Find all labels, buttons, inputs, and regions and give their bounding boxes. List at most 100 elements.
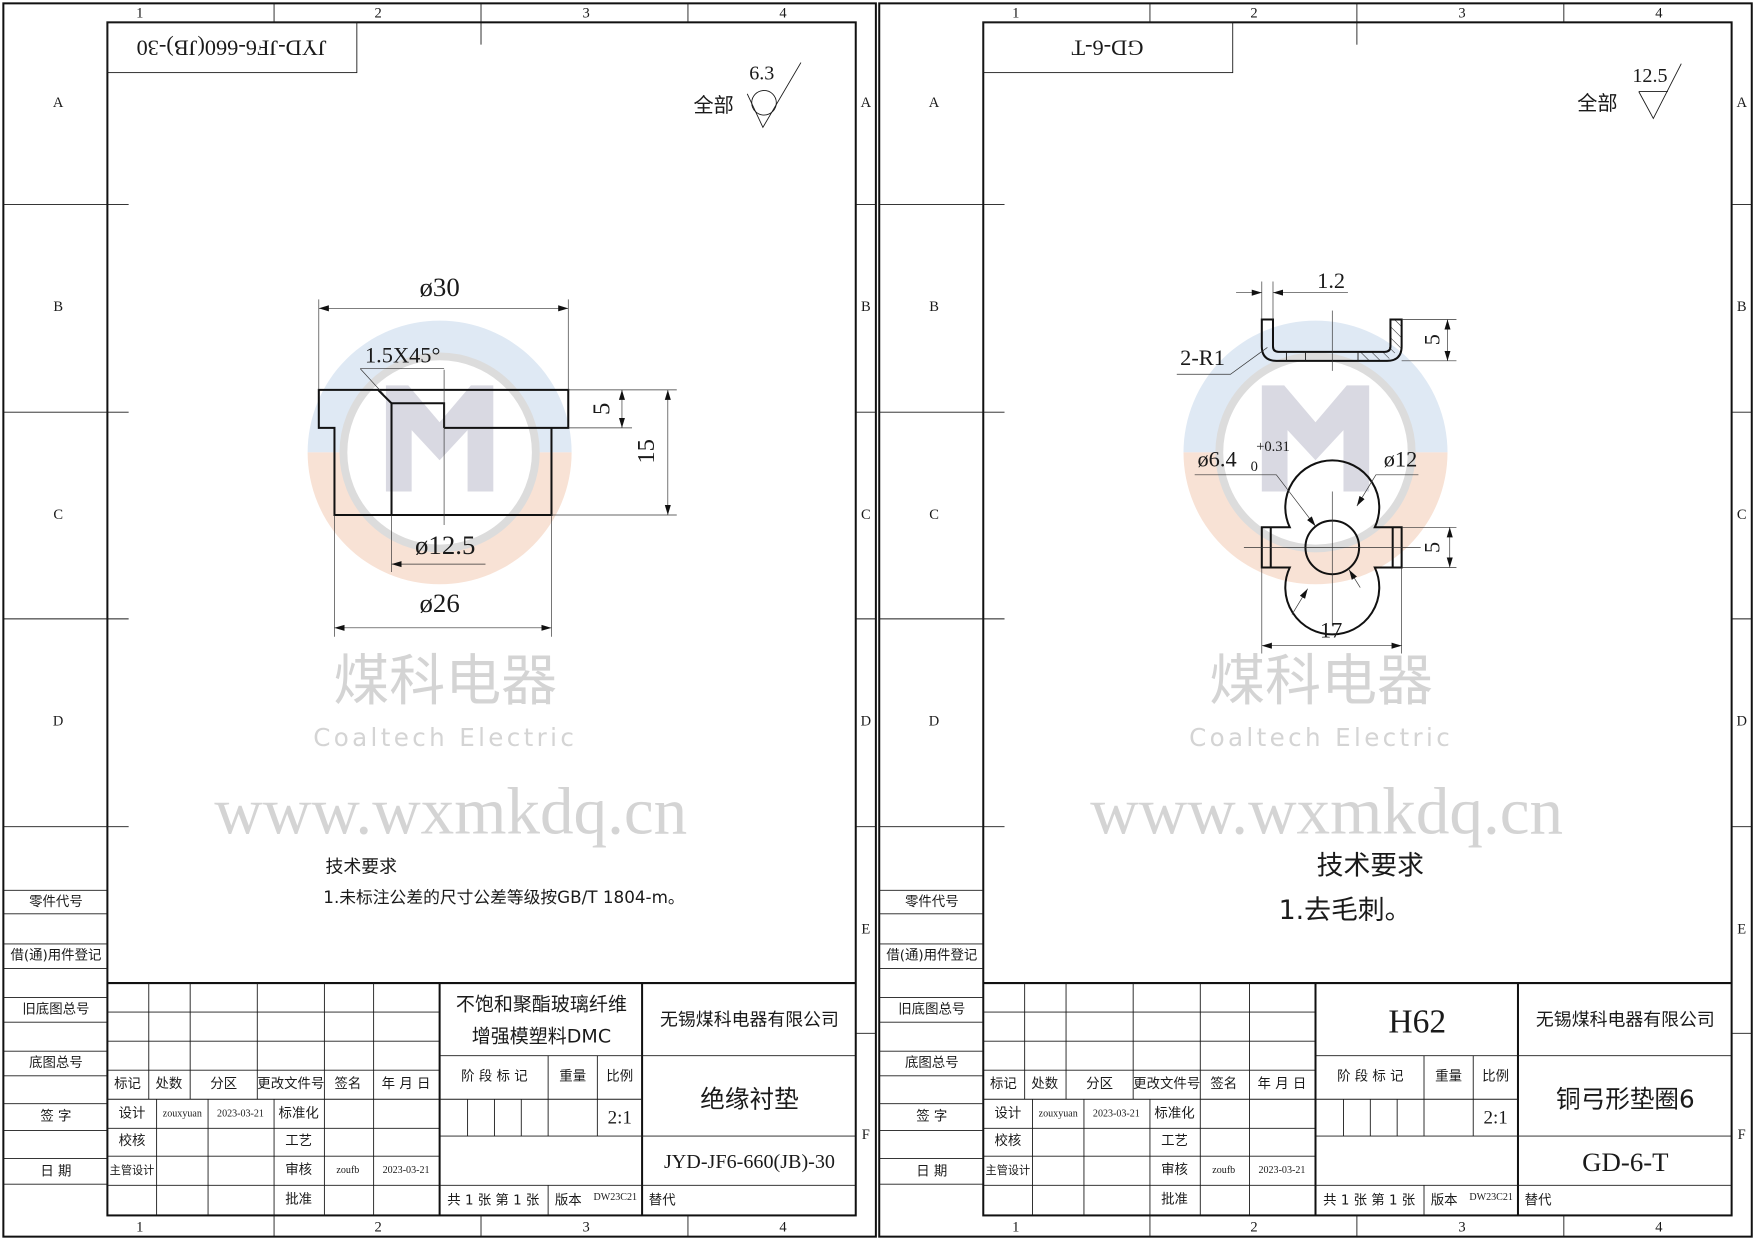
side-table-label: 借(通)用件登记 xyxy=(886,948,977,964)
label-scale: 比例 xyxy=(606,1068,633,1084)
reversed-drawing-code: JYD-JF6-660(JB)-30 xyxy=(137,36,327,61)
review-date: 2023-03-21 xyxy=(383,1165,430,1176)
side-table-label: 旧底图总号 xyxy=(898,1001,965,1017)
label-signature: 签名 xyxy=(334,1075,361,1092)
reversed-code-box xyxy=(106,21,358,74)
zone-column-label: 1 xyxy=(136,1220,143,1236)
label-approve: 批准 xyxy=(1161,1191,1188,1207)
reviewer-name: zoufb xyxy=(336,1165,359,1176)
side-table-label: 日 期 xyxy=(40,1163,71,1179)
material-line: 不饱和聚酯玻璃纤维 xyxy=(456,993,627,1015)
zone-column-label: 2 xyxy=(374,1220,381,1236)
label-change_doc: 更改文件号 xyxy=(257,1076,324,1092)
watermark-url: www.wxmkdq.cn xyxy=(214,774,687,849)
scale-value: 2:1 xyxy=(608,1108,632,1129)
side-table-label: 日 期 xyxy=(916,1163,947,1179)
section-hatch xyxy=(317,388,393,516)
zone-row-label: B xyxy=(53,299,63,315)
zone-column-label: 3 xyxy=(1458,5,1465,21)
side-table-label: 底图总号 xyxy=(29,1055,83,1071)
dim-chamfer: 1.5X45° xyxy=(365,343,440,368)
company-name: 无锡煤科电器有限公司 xyxy=(1536,1009,1715,1030)
label-replace: 替代 xyxy=(1525,1192,1552,1208)
dim-height: 5 xyxy=(1419,334,1444,345)
zone-column-label: 4 xyxy=(1655,5,1663,21)
company-name: 无锡煤科电器有限公司 xyxy=(660,1009,839,1030)
label-mark: 标记 xyxy=(114,1076,141,1092)
label-check: 校核 xyxy=(119,1132,146,1149)
label-check: 校核 xyxy=(994,1132,1021,1149)
zone-column-label: 1 xyxy=(1012,5,1019,21)
side-table-label: 借(通)用件登记 xyxy=(10,948,101,964)
part-name: 铜弓形垫圈6 xyxy=(1556,1085,1695,1114)
label-change_doc: 更改文件号 xyxy=(1133,1076,1200,1092)
side-table-label: 签 字 xyxy=(916,1108,947,1125)
leader-line xyxy=(1194,474,1316,527)
leader-line xyxy=(1356,474,1419,507)
zone-row-label: E xyxy=(861,921,870,937)
watermark-logo-mark xyxy=(385,385,494,492)
zone-row-label: C xyxy=(1737,507,1747,523)
reviewer-name: zoufb xyxy=(1212,1165,1235,1176)
material: H62 xyxy=(1388,1004,1446,1041)
leader-line xyxy=(1348,569,1361,588)
zone-column-label: 4 xyxy=(1655,1220,1663,1236)
reversed-code-box xyxy=(982,21,1234,74)
roughness-value: 12.5 xyxy=(1632,65,1667,87)
label-approve: 批准 xyxy=(285,1191,312,1207)
zone-row-label: F xyxy=(1738,1127,1746,1143)
dim-thickness: 1.2 xyxy=(1317,268,1345,293)
material-line: 增强模塑料DMC xyxy=(472,1026,611,1048)
watermark-cn: 煤科电器 xyxy=(333,649,557,714)
label-version: 版本 xyxy=(555,1192,582,1208)
zone-column-label: 2 xyxy=(1250,1220,1257,1236)
designer-name: zouxyuan xyxy=(1039,1108,1078,1119)
version-code: DW23C21 xyxy=(1469,1192,1513,1203)
zone-row-label: C xyxy=(861,507,871,523)
side-table-label: 底图总号 xyxy=(905,1055,959,1071)
designer-name: zouxyuan xyxy=(163,1108,202,1119)
side-table-label: 签 字 xyxy=(40,1108,71,1125)
label-count: 处数 xyxy=(155,1076,182,1092)
tech-requirements-title: 技术要求 xyxy=(1317,850,1424,881)
zone-column-label: 3 xyxy=(583,5,590,21)
tech-requirement-item: 1.去毛刺。 xyxy=(1279,895,1412,926)
roughness-check-icon xyxy=(746,62,802,129)
label-weight: 重量 xyxy=(559,1068,586,1084)
zone-row-label: D xyxy=(53,714,63,730)
label-design: 设计 xyxy=(119,1105,146,1121)
label-review: 审核 xyxy=(285,1162,312,1178)
roughness-value: 6.3 xyxy=(749,63,774,85)
zone-column-label: 1 xyxy=(1012,1220,1019,1236)
label-process: 工艺 xyxy=(1161,1133,1188,1149)
dim-outer-diameter: ø30 xyxy=(419,272,459,302)
dim-hole-tolerance-upper: +0.31 xyxy=(1256,439,1290,455)
watermark-url: www.wxmkdq.cn xyxy=(1090,774,1563,849)
label-date: 年 月 日 xyxy=(1258,1076,1307,1092)
zone-row-label: D xyxy=(861,714,871,730)
label-review: 审核 xyxy=(1161,1162,1188,1178)
zone-column-label: 3 xyxy=(1458,1220,1465,1236)
label-stage-mark: 阶 段 标 记 xyxy=(1337,1068,1403,1084)
zone-row-label: D xyxy=(1736,714,1746,730)
zone-column-label: 4 xyxy=(779,5,787,21)
roughness-triangle-icon xyxy=(1638,63,1682,120)
roughness-label: 全部 xyxy=(1577,91,1617,115)
watermark: 煤科电器 Coaltech Electric www.wxmkdq.cn xyxy=(214,320,687,849)
label-mark: 标记 xyxy=(990,1076,1017,1092)
leader-line xyxy=(1176,347,1268,375)
surface-roughness-symbol: 全部6.3 xyxy=(694,62,802,129)
zone-row-label: D xyxy=(929,714,939,730)
side-table-label: 零件代号 xyxy=(29,894,83,910)
design-date: 2023-03-21 xyxy=(1093,1108,1140,1119)
watermark-en: Coaltech Electric xyxy=(313,723,577,752)
watermark-en: Coaltech Electric xyxy=(1189,723,1453,752)
zone-column-label: 1 xyxy=(136,5,143,21)
leader-line xyxy=(359,368,384,395)
label-zone: 分区 xyxy=(210,1076,237,1092)
